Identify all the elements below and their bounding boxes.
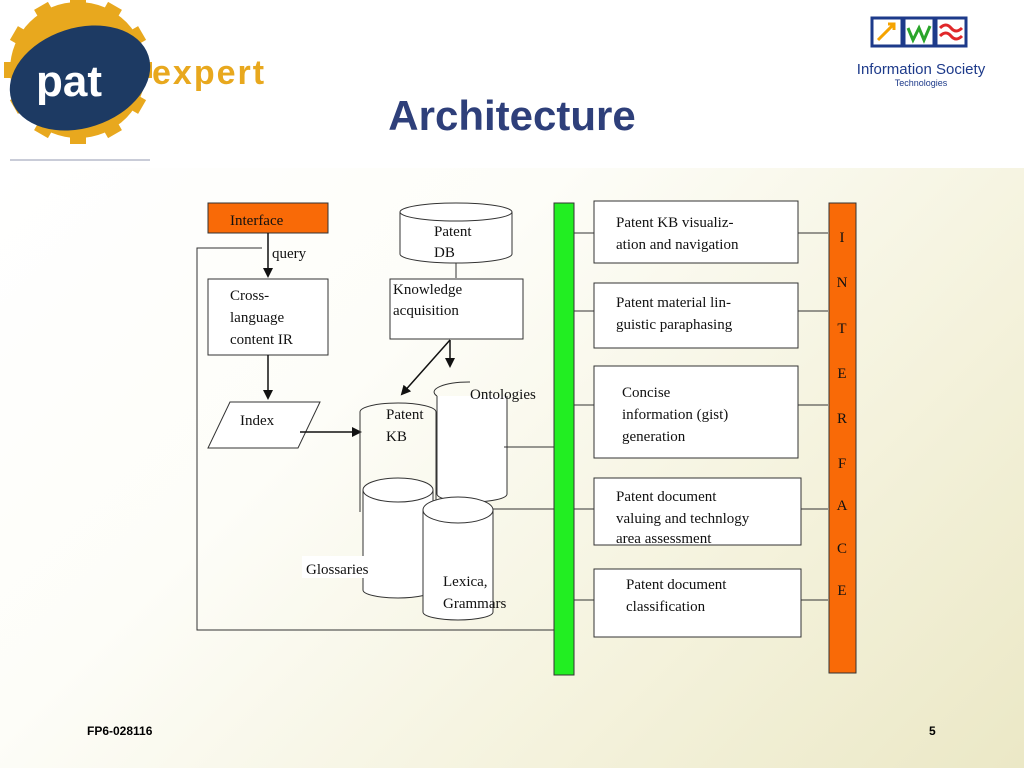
ist-icon bbox=[870, 16, 968, 48]
module-2-line2: guistic paraphasing bbox=[616, 317, 733, 333]
interface-letter-1: I bbox=[840, 230, 845, 246]
interface-letter-7: A bbox=[837, 498, 848, 514]
interface-letter-4: E bbox=[837, 366, 846, 382]
glossaries-cylinder: Glossaries bbox=[302, 477, 434, 599]
lexica-line2: Grammars bbox=[443, 596, 506, 612]
knowledge-acquisition-line2: acquisition bbox=[393, 303, 459, 319]
module-5-line1: Patent document bbox=[626, 577, 727, 593]
module-1-line2: ation and navigation bbox=[616, 237, 739, 253]
module-valuing-assessment: Patent document valuing and technlogy ar… bbox=[593, 477, 802, 547]
gear-icon bbox=[4, 0, 152, 144]
module-1-line1: Patent KB visualiz- bbox=[616, 215, 733, 231]
interface-label: Interface bbox=[230, 213, 284, 229]
interface-bar: I N T E R F A C E bbox=[828, 202, 857, 674]
module-5-line2: classification bbox=[626, 599, 706, 615]
module-classification: Patent document classification bbox=[593, 568, 802, 638]
logo-word-pat: pat bbox=[36, 57, 102, 106]
module-4-line2: valuing and technlogy bbox=[616, 511, 750, 527]
cross-language-ir-box: Cross- language content IR bbox=[207, 278, 329, 356]
lexica-grammars-cylinder: Lexica, Grammars bbox=[422, 496, 506, 621]
module-3-line3: generation bbox=[622, 429, 686, 445]
patent-db-line1: Patent bbox=[434, 224, 472, 240]
module-4-line1: Patent document bbox=[616, 489, 717, 505]
project-id: FP6-028116 bbox=[87, 724, 153, 738]
interface-letter-6: F bbox=[838, 456, 846, 472]
knowledge-acquisition-box: Knowledge acquisition bbox=[389, 278, 524, 340]
patent-kb-cylinder: Patent KB bbox=[359, 402, 437, 512]
module-2-line1: Patent material lin- bbox=[616, 295, 731, 311]
cross-language-line3: content IR bbox=[230, 332, 293, 348]
module-4-line3: area assessment bbox=[616, 531, 712, 547]
patent-db-line2: DB bbox=[434, 245, 455, 261]
knowledge-acquisition-line1: Knowledge bbox=[393, 282, 462, 298]
feedback-connector bbox=[196, 247, 554, 631]
patexpert-logo: pat expert bbox=[4, 0, 266, 161]
interface-box: Interface bbox=[207, 202, 329, 234]
cross-language-line2: language bbox=[230, 310, 284, 326]
patent-kb-line2: KB bbox=[386, 429, 407, 445]
module-3-line1: Concise bbox=[622, 385, 671, 401]
page-number: 5 bbox=[929, 724, 936, 738]
module-gist-generation: Concise information (gist) generation bbox=[593, 365, 799, 459]
index-box: Index bbox=[207, 401, 321, 449]
ist-line2: Technologies bbox=[895, 78, 948, 88]
module-3-line2: information (gist) bbox=[622, 407, 728, 423]
interface-letter-5: R bbox=[837, 411, 847, 427]
query-label: query bbox=[272, 246, 307, 262]
module-kb-visualization: Patent KB visualiz- ation and navigation bbox=[593, 200, 799, 264]
glossaries-label: Glossaries bbox=[306, 562, 369, 578]
ist-line1: Information Society bbox=[857, 61, 986, 78]
patent-db-cylinder: Patent DB bbox=[399, 202, 513, 264]
interface-letter-8: C bbox=[837, 541, 847, 557]
ist-logo: Information Society Technologies bbox=[857, 16, 986, 88]
patent-kb-line1: Patent bbox=[386, 407, 424, 423]
interface-letter-9: E bbox=[837, 583, 846, 599]
interface-letter-2: N bbox=[837, 275, 848, 291]
page-title: Architecture bbox=[388, 92, 636, 139]
ontologies-cylinder: Ontologies bbox=[433, 381, 536, 503]
system-bus bbox=[553, 202, 575, 676]
lexica-line1: Lexica, bbox=[443, 574, 488, 590]
logo-word-expert: expert bbox=[152, 54, 266, 92]
index-label: Index bbox=[240, 413, 275, 429]
interface-letter-3: T bbox=[837, 321, 846, 337]
ontologies-label: Ontologies bbox=[470, 387, 536, 403]
ka-to-kb-arrow bbox=[400, 339, 451, 396]
module-linguistic-paraphasing: Patent material lin- guistic paraphasing bbox=[593, 282, 799, 349]
cross-language-line1: Cross- bbox=[230, 288, 269, 304]
